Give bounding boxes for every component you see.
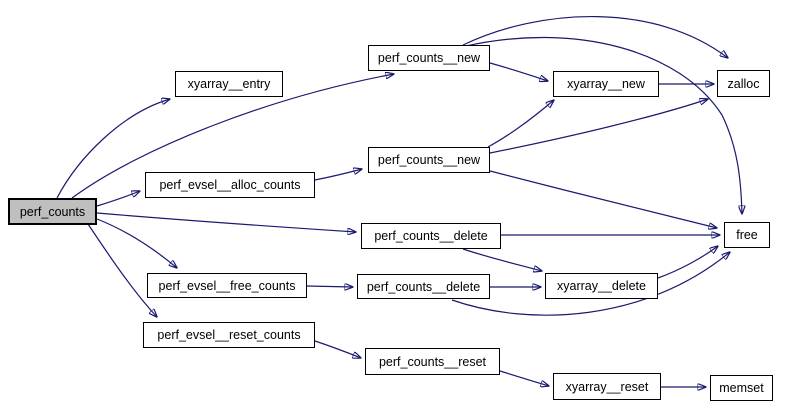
node-perf-counts-new-1[interactable]: perf_counts__new [368,45,490,71]
node-xyarray-entry[interactable]: xyarray__entry [175,71,283,97]
node-perf-counts-delete-1[interactable]: perf_counts__delete [361,223,501,249]
edge-perf_evsel_alloc_counts--perf_counts_new_2 [314,169,362,181]
edge-perf_counts--perf_evsel_free_counts [96,218,177,268]
edge-perf_counts--xyarray_entry [56,99,170,199]
edge-perf_counts_reset--xyarray_reset [499,370,549,386]
edge-perf_counts_delete_2--free [451,252,730,316]
edge-perf_counts--perf_evsel_reset_counts [87,223,157,317]
edge-perf_counts_new_2--free [489,170,717,228]
node-free[interactable]: free [724,222,770,248]
edge-perf_counts--perf_counts_delete_1 [96,212,356,232]
edge-perf_counts_new_1--free [465,36,742,214]
node-perf-counts-delete-2[interactable]: perf_counts__delete [357,274,490,299]
node-perf-evsel-alloc-counts[interactable]: perf_evsel__alloc_counts [145,172,315,198]
node-perf-counts: perf_counts [8,198,97,225]
node-perf-evsel-reset-counts[interactable]: perf_evsel__reset_counts [143,322,315,348]
edge-xyarray_delete--free [657,246,718,279]
node-perf-counts-new-2[interactable]: perf_counts__new [368,147,490,173]
edge-perf_counts_new_2--xyarray_new [487,100,554,148]
edge-perf_evsel_free_counts--perf_counts_delete_2 [306,286,353,287]
node-xyarray-new[interactable]: xyarray__new [553,71,659,97]
node-xyarray-delete[interactable]: xyarray__delete [545,273,658,299]
edge-perf_counts_new_2--zalloc [489,99,708,154]
edge-perf_counts_new_1--xyarray_new [489,62,548,81]
node-zalloc[interactable]: zalloc [717,70,770,97]
edge-perf_counts_new_1--zalloc [462,16,728,58]
node-memset[interactable]: memset [710,375,773,401]
edge-perf_counts--perf_counts_new_1 [71,74,394,199]
node-perf-counts-reset[interactable]: perf_counts__reset [365,348,500,375]
edge-perf_counts--perf_evsel_alloc_counts [96,191,140,207]
edge-perf_evsel_reset_counts--perf_counts_reset [314,340,361,358]
edge-perf_counts_delete_1--xyarray_delete [462,248,542,271]
node-perf-evsel-free-counts[interactable]: perf_evsel__free_counts [147,273,307,298]
node-xyarray-reset[interactable]: xyarray__reset [553,373,661,400]
